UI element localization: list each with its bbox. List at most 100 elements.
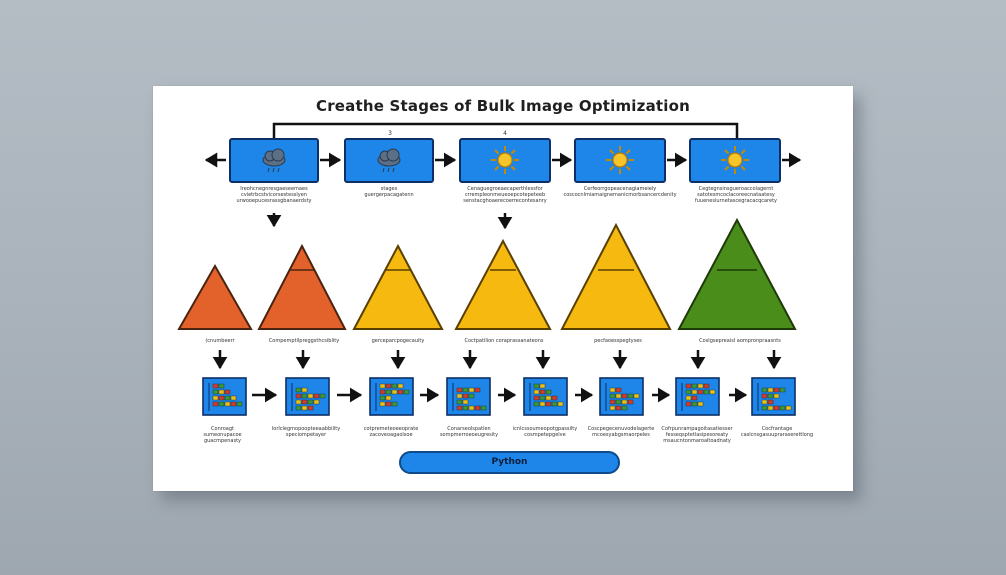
chart-box-cell <box>703 389 710 395</box>
chart-box-cell <box>218 401 225 407</box>
chart-caption-8: Cocfrantage caslcnsgasuupraraserettlong <box>740 426 814 438</box>
chart-box-6 <box>599 377 644 416</box>
chart-box-cell <box>224 395 231 401</box>
sun-icon <box>721 146 749 174</box>
chart-box-cell <box>533 395 540 401</box>
chart-box-cell <box>385 383 392 389</box>
chart-box-cell <box>468 393 475 399</box>
chart-box-cell <box>691 401 698 407</box>
chart-box-cell <box>633 393 640 399</box>
chart-box-cell <box>767 405 774 411</box>
chart-box-cell <box>212 401 219 407</box>
chart-box-cell <box>621 393 628 399</box>
triangle-label-4: Coctpatilion coraprassanateons <box>464 338 544 344</box>
chart-box-cell <box>709 389 716 395</box>
chart-box-cell <box>307 405 314 411</box>
chart-box-cell <box>295 393 302 399</box>
triangle-stage-6 <box>677 217 797 330</box>
chart-box-cell <box>697 389 704 395</box>
chart-box-cell <box>468 387 475 393</box>
chart-box-cell <box>621 405 628 411</box>
chart-box-cell <box>685 395 692 401</box>
triangle-label-6: Coslgsepreaisl aompronpraasnts <box>699 338 781 344</box>
diagram-title: Creathe Stages of Bulk Image Optimizatio… <box>316 97 690 115</box>
chart-box-cell <box>627 399 634 405</box>
chart-box-cell <box>230 395 237 401</box>
chart-caption-4: Conarseolspatlen sompmerroeoeugresity <box>439 426 499 438</box>
chart-box-cell <box>474 387 481 393</box>
chart-box-cell <box>609 387 616 393</box>
chart-box-cell <box>691 383 698 389</box>
stage-number-3: 4 <box>503 130 507 137</box>
chart-box-cell <box>533 401 540 407</box>
chart-box-cell <box>691 395 698 401</box>
chart-box-cell <box>767 393 774 399</box>
chart-box-cell <box>456 387 463 393</box>
chart-box-cell <box>301 399 308 405</box>
chart-box-cell <box>609 399 616 405</box>
chart-box-cell <box>615 405 622 411</box>
chart-box-cell <box>545 389 552 395</box>
chart-box-cell <box>533 389 540 395</box>
chart-box-cell <box>615 393 622 399</box>
chart-box-cell <box>391 389 398 395</box>
chart-box-8 <box>751 377 796 416</box>
chart-box-cell <box>295 405 302 411</box>
chart-box-cell <box>391 401 398 407</box>
triangle-stage-5 <box>560 222 672 330</box>
chart-box-cell <box>212 383 219 389</box>
chart-box-cell <box>218 383 225 389</box>
chart-box-cell <box>462 399 469 405</box>
chart-box-2 <box>285 377 330 416</box>
chart-box-cell <box>615 387 622 393</box>
chart-box-cell <box>685 401 692 407</box>
chart-box-cell <box>397 383 404 389</box>
chart-box-cell <box>697 383 704 389</box>
chart-box-cell <box>295 399 302 405</box>
chart-box-cell <box>621 399 628 405</box>
chart-box-cell <box>295 387 302 393</box>
triangle-label-1: (cnumbeerr <box>205 338 235 344</box>
chart-box-cell <box>767 387 774 393</box>
chart-box-1 <box>202 377 247 416</box>
chart-box-cell <box>773 405 780 411</box>
chart-box-cell <box>533 383 540 389</box>
sun-icon <box>491 146 519 174</box>
chart-box-cell <box>385 395 392 401</box>
chart-box-cell <box>761 399 768 405</box>
chart-box-cell <box>480 405 487 411</box>
chart-box-cell <box>301 387 308 393</box>
chart-box-cell <box>212 389 219 395</box>
chart-box-cell <box>397 389 404 395</box>
chart-caption-1: Conroagt sumeonupacoe guacmpenasty <box>203 426 242 444</box>
sun-icon <box>606 146 634 174</box>
chart-box-cell <box>313 399 320 405</box>
chart-box-cell <box>691 389 698 395</box>
chart-box-cell <box>551 401 558 407</box>
chart-box-cell <box>615 399 622 405</box>
chart-box-cell <box>539 401 546 407</box>
chart-box-cell <box>761 387 768 393</box>
chart-box-7 <box>675 377 720 416</box>
chart-box-cell <box>703 383 710 389</box>
chart-box-cell <box>773 387 780 393</box>
chart-box-cell <box>456 399 463 405</box>
chart-box-cell <box>379 389 386 395</box>
chart-box-cell <box>609 405 616 411</box>
chart-box-cell <box>685 383 692 389</box>
chart-box-cell <box>767 399 774 405</box>
chart-box-cell <box>307 399 314 405</box>
chart-box-4 <box>446 377 491 416</box>
chart-box-cell <box>785 405 792 411</box>
chart-box-cell <box>230 401 237 407</box>
chart-caption-3: cotpremeteoeeoprate zacoveoagaolsoe <box>363 426 419 438</box>
chart-box-cell <box>236 401 243 407</box>
chart-box-cell <box>761 405 768 411</box>
chart-box-cell <box>697 401 704 407</box>
chart-box-cell <box>545 395 552 401</box>
python-button[interactable]: Python <box>399 451 620 474</box>
chart-box-cell <box>301 405 308 411</box>
chart-box-cell <box>773 393 780 399</box>
chart-box-cell <box>391 383 398 389</box>
chart-box-cell <box>218 395 225 401</box>
